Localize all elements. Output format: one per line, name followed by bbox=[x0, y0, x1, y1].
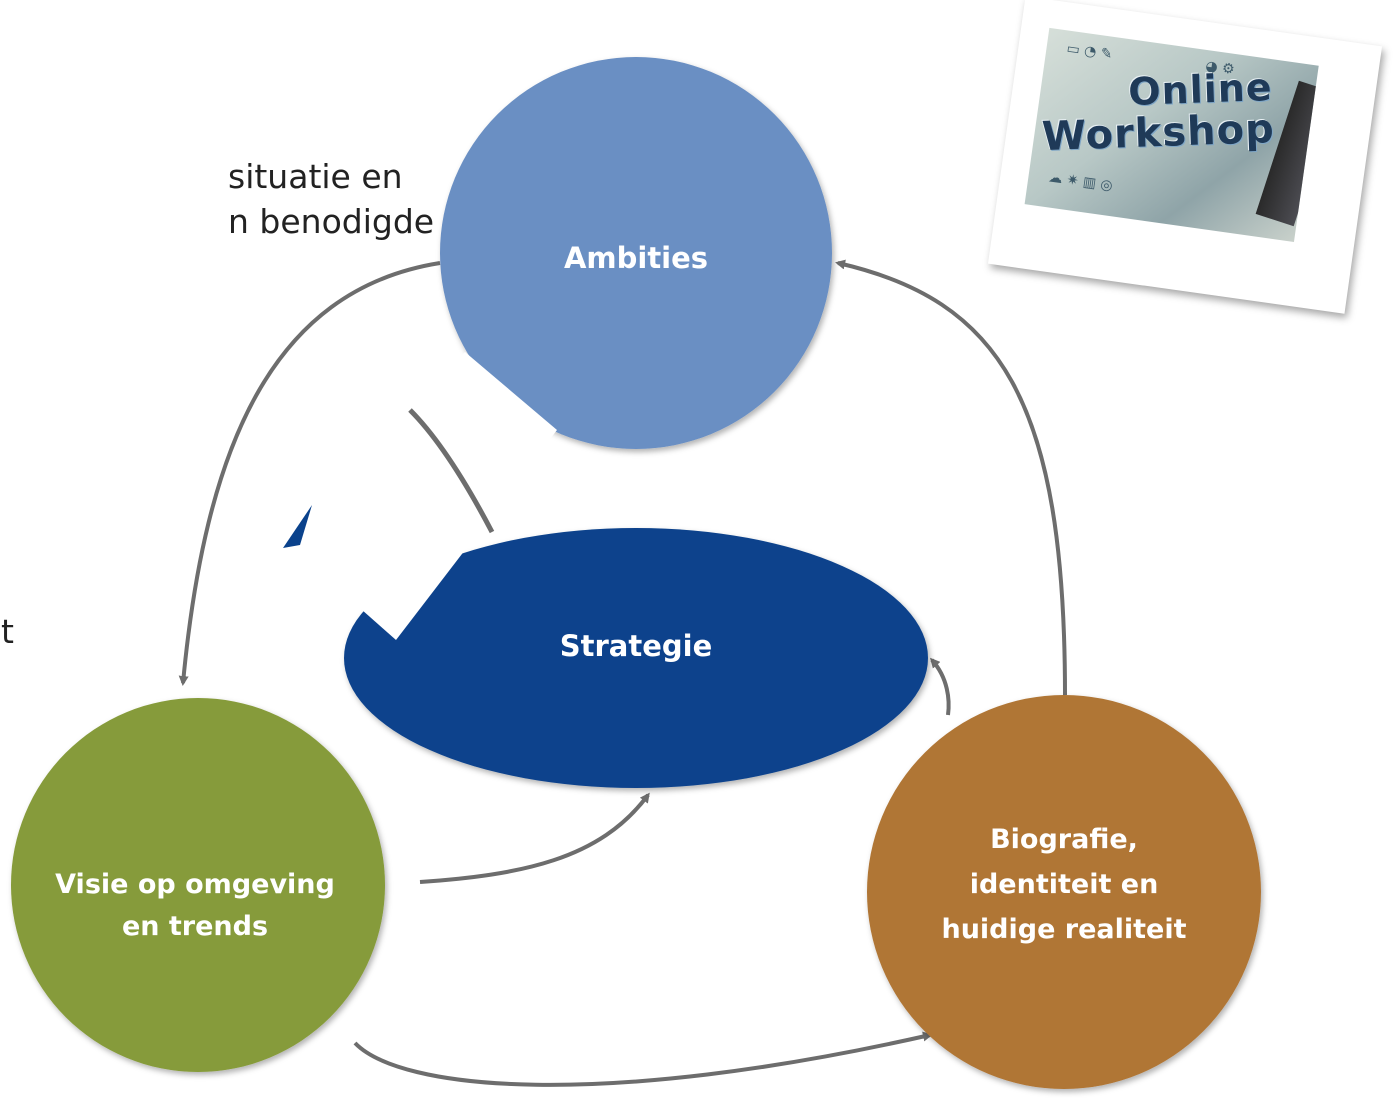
ambities-circle bbox=[440, 57, 832, 449]
biografie-label-line-3: huidige realiteit bbox=[941, 914, 1186, 945]
arrow-biografie-to-strategie bbox=[930, 657, 951, 716]
strategie-label: Strategie bbox=[560, 629, 713, 663]
partial-text-line-1: situatie en bbox=[228, 157, 403, 196]
arrow-visie-to-biografie bbox=[353, 1031, 933, 1087]
biografie-label-line-2: identiteit en bbox=[970, 869, 1159, 900]
doodle-cloud-icon: ☁ ✷ ▥ ◎ bbox=[1047, 169, 1114, 195]
online-workshop-photo: ▭ ◔ ✎ ◕ ⚙ Online Workshop ☁ ✷ ▥ ◎ bbox=[987, 0, 1383, 314]
doodle-icon: ▭ ◔ ✎ bbox=[1065, 40, 1114, 63]
visie-label-line-1: Visie op omgeving bbox=[55, 869, 335, 900]
ambities-label: Ambities bbox=[564, 241, 708, 275]
arrow-biografie-to-ambities bbox=[835, 259, 1067, 696]
strategie-ellipse bbox=[344, 528, 928, 788]
photo-word-workshop: Workshop bbox=[1041, 106, 1276, 161]
arrow-visie-to-strategie bbox=[419, 792, 650, 884]
visie-label-line-2: en trends bbox=[122, 911, 268, 942]
partial-text-line-3: t bbox=[1, 612, 14, 651]
biografie-label-line-1: Biografie, bbox=[990, 824, 1138, 855]
occluding-rectangle bbox=[283, 352, 557, 640]
biografie-circle bbox=[867, 695, 1261, 1089]
arrow-ambities-to-visie bbox=[178, 261, 441, 686]
partial-text-line-2: n benodigde bbox=[228, 202, 435, 241]
visie-circle bbox=[11, 698, 385, 1072]
photo-image: ▭ ◔ ✎ ◕ ⚙ Online Workshop ☁ ✷ ▥ ◎ bbox=[1024, 27, 1319, 243]
